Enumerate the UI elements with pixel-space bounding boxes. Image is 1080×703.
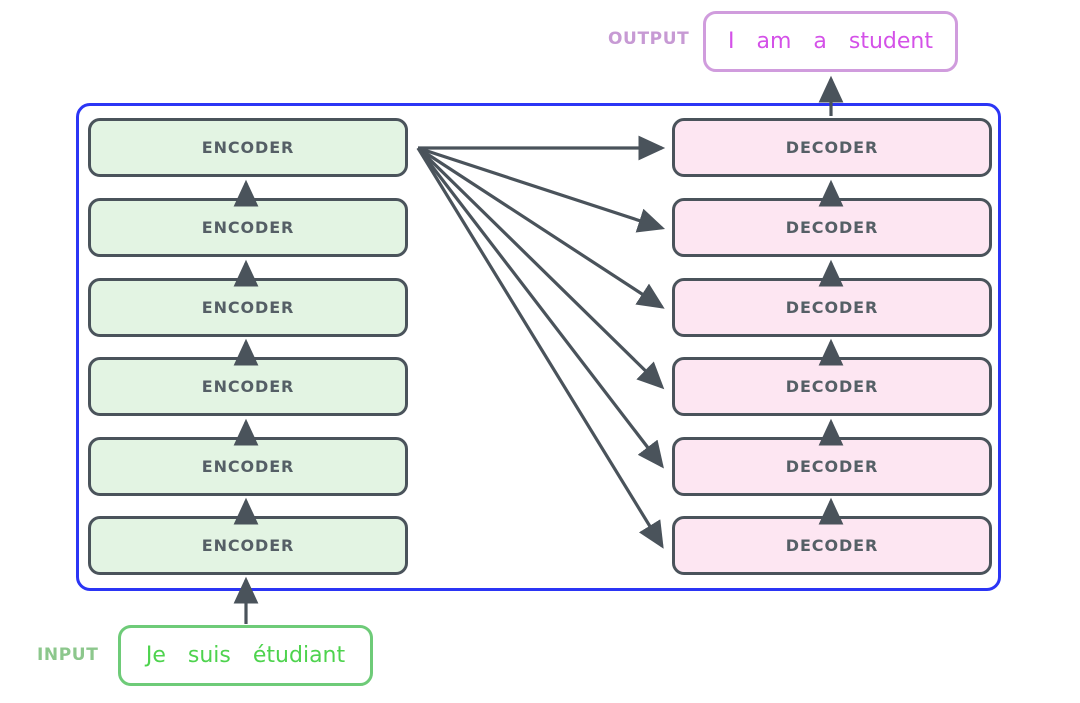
encoder-box-4: ENCODER xyxy=(88,278,408,337)
input-token-list: Je suis étudiant xyxy=(146,643,345,668)
input-token: Je xyxy=(145,643,166,668)
output-sequence-box: I am a student xyxy=(703,11,958,72)
input-label: INPUT xyxy=(37,645,99,665)
decoder-box-3: DECODER xyxy=(672,357,992,416)
output-token: am xyxy=(756,29,792,54)
encoder-box-1: ENCODER xyxy=(88,516,408,575)
input-token: étudiant xyxy=(252,643,346,668)
decoder-box-6: DECODER xyxy=(672,118,992,177)
output-token: I xyxy=(727,29,735,54)
decoder-box-2: DECODER xyxy=(672,437,992,496)
output-token: a xyxy=(813,29,827,54)
encoder-box-6: ENCODER xyxy=(88,118,408,177)
encoder-box-3: ENCODER xyxy=(88,357,408,416)
decoder-box-1: DECODER xyxy=(672,516,992,575)
output-token: student xyxy=(848,29,933,54)
input-sequence-box: Je suis étudiant xyxy=(118,625,373,686)
encoder-box-2: ENCODER xyxy=(88,437,408,496)
decoder-box-4: DECODER xyxy=(672,278,992,337)
model-container-outline xyxy=(76,103,1001,591)
input-token: suis xyxy=(187,643,231,668)
output-label: OUTPUT xyxy=(608,29,690,49)
encoder-box-5: ENCODER xyxy=(88,198,408,257)
output-token-list: I am a student xyxy=(728,29,933,54)
decoder-box-5: DECODER xyxy=(672,198,992,257)
